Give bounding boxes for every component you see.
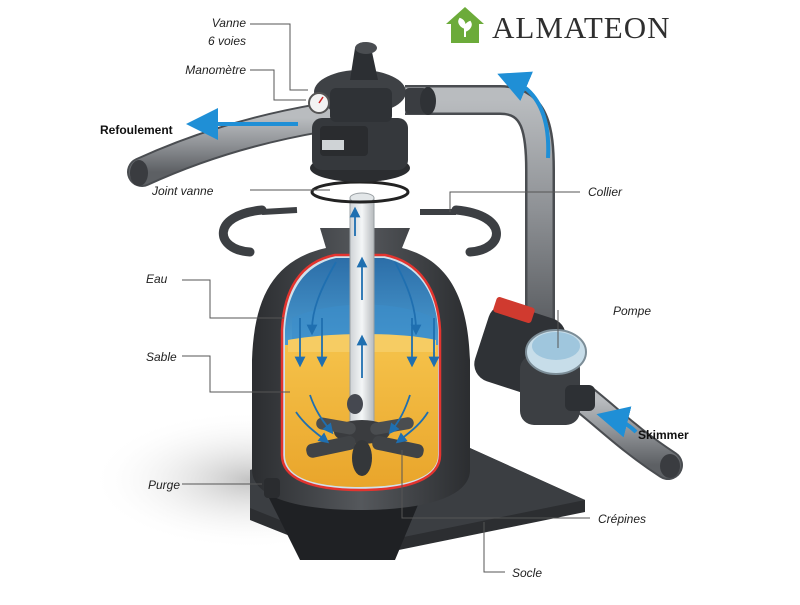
pump	[474, 296, 595, 425]
label-skimmer: Skimmer	[638, 428, 689, 442]
inner-flow-arrows	[294, 206, 440, 444]
six-way-valve	[310, 42, 436, 182]
label-socle: Socle	[512, 566, 543, 580]
label-eau: Eau	[146, 272, 168, 286]
label-sable: Sable	[146, 350, 177, 364]
label-vanne-line1: Vanne	[211, 16, 246, 30]
collars	[218, 205, 501, 257]
label-purge: Purge	[148, 478, 181, 492]
purge-drain	[264, 478, 280, 498]
label-manometre: Manomètre	[185, 63, 246, 77]
house-leaf-icon	[446, 7, 484, 43]
label-pompe: Pompe	[613, 304, 652, 318]
label-vanne-line2: 6 voies	[207, 34, 246, 48]
label-collier: Collier	[588, 185, 623, 199]
label-refoulement: Refoulement	[100, 123, 173, 137]
brand-logo: ALMATEON	[444, 4, 714, 48]
label-vanne: Vanne 6 voies	[186, 16, 246, 48]
label-joint-vanne: Joint vanne	[152, 184, 214, 198]
label-crepines: Crépines	[598, 512, 647, 526]
leader-lines	[182, 23, 590, 573]
pressure-gauge	[308, 92, 330, 114]
brand-name: ALMATEON	[492, 10, 671, 45]
outer-flow-arrows	[186, 71, 638, 438]
